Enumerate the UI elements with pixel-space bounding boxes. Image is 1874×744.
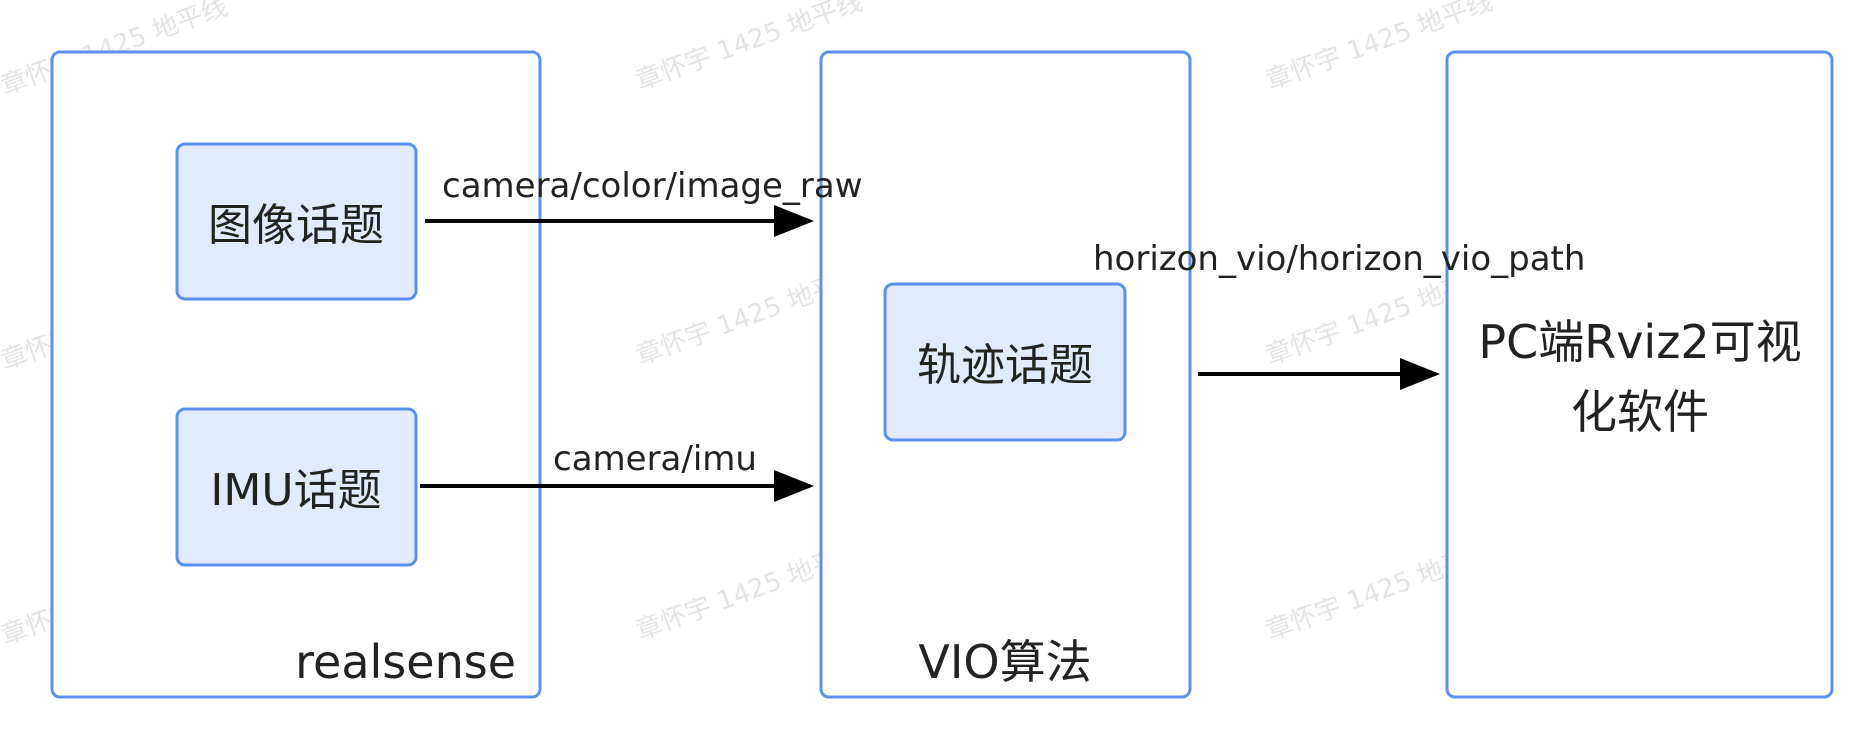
- image-topic-box: [175, 142, 418, 301]
- imu-edge: camera/imu: [420, 439, 814, 502]
- imu-topic-box: [175, 407, 418, 567]
- realsense-label: realsense: [295, 635, 516, 689]
- imu-label: camera/imu: [553, 439, 757, 479]
- realsense-container: realsense: [50, 50, 542, 699]
- image-raw-edge: camera/color/image_raw: [425, 166, 863, 237]
- vio-path-label: horizon_vio/horizon_vio_path: [1093, 239, 1585, 279]
- image-raw-label: camera/color/image_raw: [442, 166, 863, 206]
- trajectory-topic-node: 轨迹话题: [883, 282, 1127, 442]
- vio-path-edge: horizon_vio/horizon_vio_path: [1093, 239, 1585, 390]
- trajectory-topic-box: [883, 282, 1127, 442]
- imu-topic-node: IMU话题: [175, 407, 418, 567]
- realsense-box: [50, 50, 542, 699]
- imu-topic-label: IMU话题: [210, 465, 381, 516]
- image-topic-node: 图像话题: [175, 142, 418, 301]
- pc-container: PC端Rviz2可视 化软件: [1445, 50, 1834, 699]
- trajectory-topic-label: 轨迹话题: [917, 340, 1093, 391]
- image-topic-label: 图像话题: [208, 200, 384, 251]
- pc-box: [1445, 50, 1834, 699]
- pc-label-line1: PC端Rviz2可视: [1478, 315, 1801, 369]
- vio-label: VIO算法: [918, 635, 1091, 689]
- pc-label-line2: 化软件: [1571, 385, 1709, 439]
